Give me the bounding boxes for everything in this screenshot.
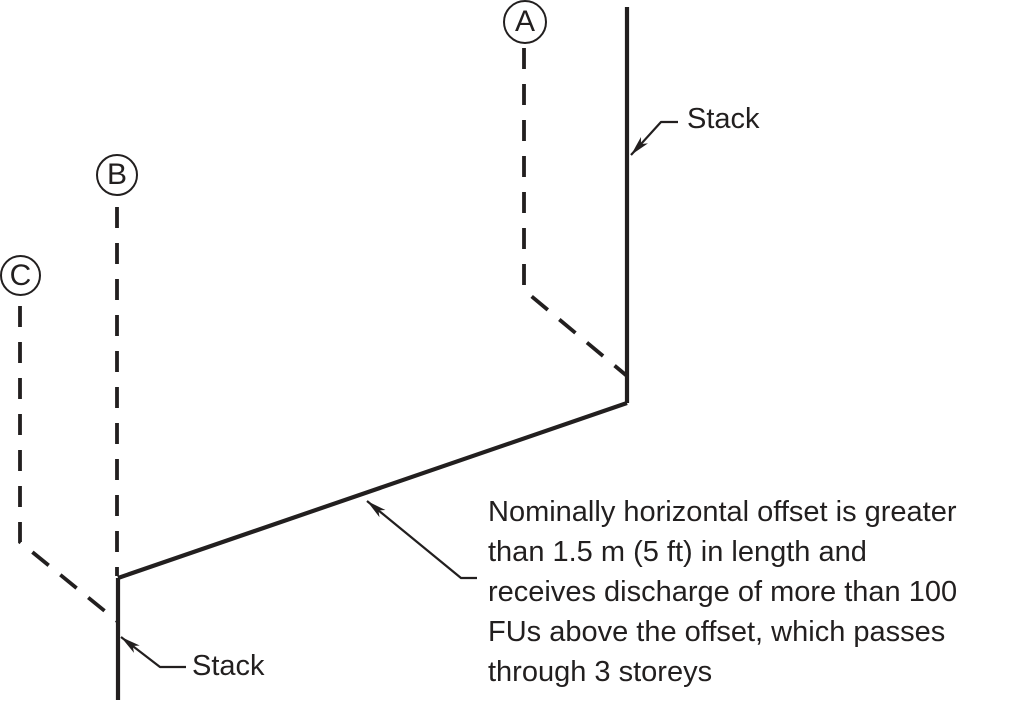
offset-note: Nominally horizontal offset is greater t… — [488, 492, 1024, 692]
offset-note-line: than 1.5 m (5 ft) in length and — [488, 536, 867, 568]
offset-note-line: FUs above the offset, which passes — [488, 616, 946, 648]
continuation-line-a — [522, 48, 629, 378]
offset-note-leader-arrow — [366, 500, 477, 580]
offset-line — [117, 401, 628, 580]
stack-node-b-label: B — [106, 158, 127, 191]
stack-top-leader-arrow — [630, 120, 678, 156]
stack-node-a: A — [503, 0, 547, 44]
stack-node-c-label: C — [9, 258, 32, 292]
stack-node-c: C — [0, 255, 41, 296]
stack-node-a-label: A — [514, 5, 535, 38]
offset-note-line: Nominally horizontal offset is greater — [488, 496, 957, 528]
offset-note-line: receives discharge of more than 100 — [488, 576, 958, 608]
stack-top-label: Stack — [687, 103, 760, 135]
continuation-line-c — [18, 306, 119, 623]
stack-bottom-label: Stack — [192, 650, 265, 682]
stack-bottom-leader-arrow — [120, 636, 186, 669]
stack-node-b: B — [96, 154, 138, 196]
offset-note-line: through 3 storeys — [488, 656, 713, 688]
